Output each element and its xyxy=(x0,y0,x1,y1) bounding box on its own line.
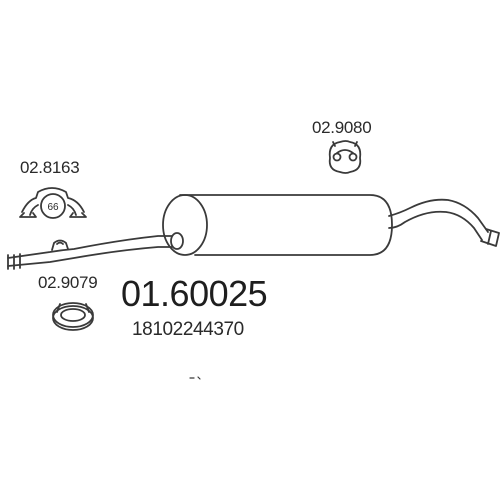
ring-ref-label: 02.9079 xyxy=(38,273,98,292)
main-part-number: 01.60025 xyxy=(121,273,268,314)
stray-mark xyxy=(189,376,201,380)
clamp-ref-label: 02.8163 xyxy=(20,158,80,177)
outlet-pipe xyxy=(388,198,500,247)
u-clamp-icon xyxy=(19,187,87,219)
inlet-pipe xyxy=(7,235,173,270)
silencer-body xyxy=(162,194,393,256)
hanger-ref-label: 02.9080 xyxy=(312,118,372,137)
rubber-hanger-icon xyxy=(328,140,362,174)
oem-number: 18102244370 xyxy=(132,319,244,340)
seal-ring-icon xyxy=(52,302,94,331)
clamp-size-label: 66 xyxy=(47,202,59,213)
